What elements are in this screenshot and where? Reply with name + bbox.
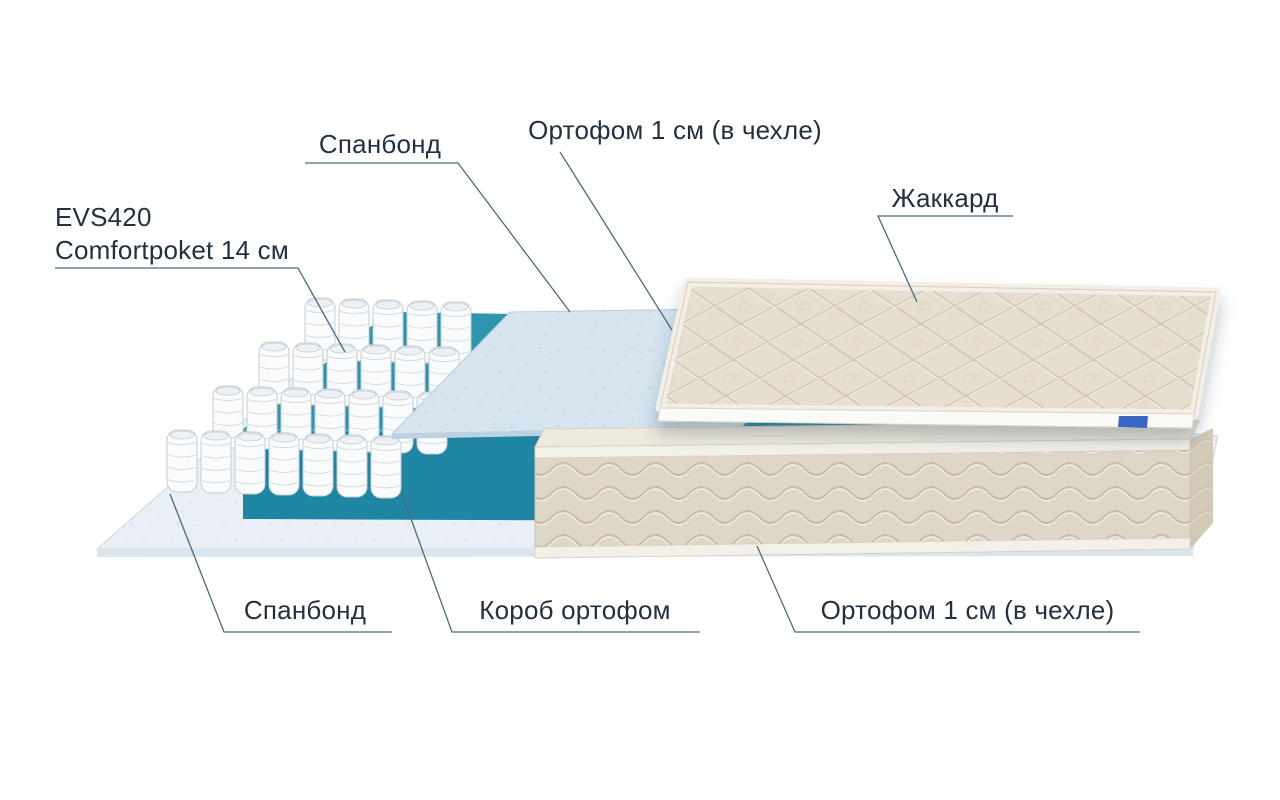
jacquard-top-layer: [655, 277, 1221, 429]
label-orthofoam-bottom-text: Ортофом 1 см (в чехле): [820, 595, 1115, 625]
leader-lines: [55, 151, 1140, 633]
label-foam-box-text: Короб ортофом: [479, 595, 671, 625]
leader-orthofoam-top: [559, 151, 673, 331]
pocket-spring: [336, 434, 368, 498]
label-jacquard: Жаккард: [870, 182, 1020, 215]
pocket-spring: [302, 433, 334, 497]
leader-spring-block: [55, 267, 346, 353]
leader-spunbond-bottom: [169, 493, 392, 633]
label-orthofoam-top-text: Ортофом 1 см (в чехле): [528, 115, 822, 145]
label-foam-box: Короб ортофом: [455, 594, 695, 627]
label-spunbond-top: Спанбонд: [300, 128, 460, 161]
pocket-spring: [166, 429, 198, 493]
quilt-border-top-band: [534, 438, 1191, 459]
pocket-spring: [234, 431, 266, 495]
brand-tag: [1118, 416, 1148, 428]
label-orthofoam-top: Ортофом 1 см (в чехле): [515, 114, 835, 147]
jacquard-front-edge: [657, 407, 1195, 429]
label-orthofoam-bottom: Ортофом 1 см (в чехле): [795, 594, 1140, 627]
leader-orthofoam-bottom: [756, 545, 1140, 633]
leader-spunbond-top: [305, 162, 571, 313]
pocket-spring: [268, 432, 300, 496]
label-spring-block: EVS420 Comfortpoket 14 см: [55, 201, 335, 266]
quilt-border-bottom-band: [534, 537, 1191, 559]
pocket-spring: [394, 345, 426, 409]
leader-jacquard: [876, 215, 1013, 303]
orthofoam-cover-bottom-layer: [534, 420, 1213, 559]
pocket-spring: [370, 435, 402, 499]
pocket-springs-block: [166, 297, 472, 499]
label-spring-model-text: EVS420: [55, 202, 152, 232]
label-spring-type-text: Comfortpoket 14 см: [55, 234, 289, 265]
label-spunbond-top-text: Спанбонд: [318, 129, 442, 159]
label-spunbond-bottom-text: Спанбонд: [243, 595, 367, 625]
label-spunbond-bottom: Спанбонд: [215, 594, 395, 627]
leader-foam-box: [401, 493, 700, 633]
pocket-spring: [200, 430, 232, 494]
label-jacquard-text: Жаккард: [891, 183, 999, 213]
